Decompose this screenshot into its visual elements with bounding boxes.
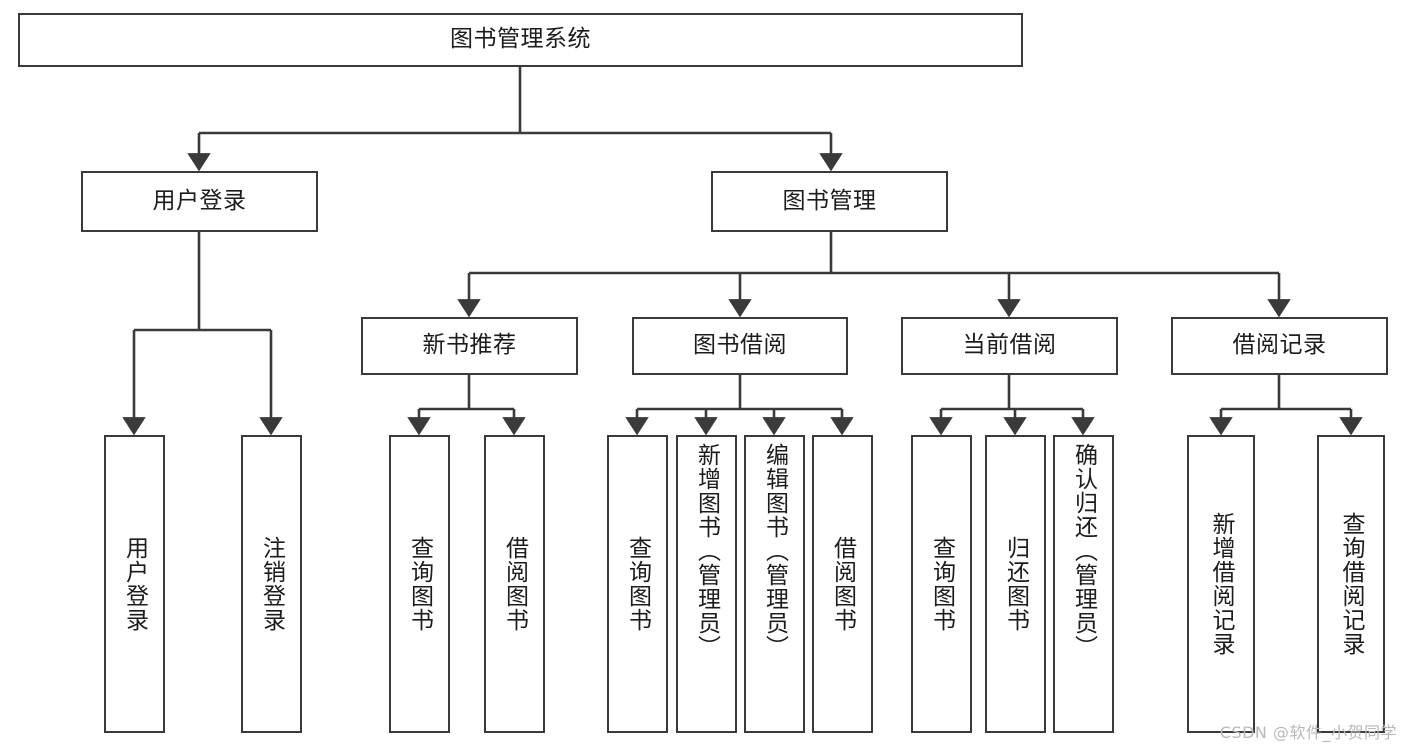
node-leaf-query-book-cur-label: 查询图书 xyxy=(928,536,955,632)
node-book-borrow-label: 图书借阅 xyxy=(693,332,787,359)
node-leaf-confirm-return-label: 确认归还（管理员） xyxy=(1070,443,1097,659)
node-leaf-confirm-return[interactable]: 确认归还（管理员） xyxy=(1053,435,1114,733)
node-leaf-query-book-borrow[interactable]: 查询图书 xyxy=(607,435,668,733)
node-leaf-query-book-borrow-label: 查询图书 xyxy=(624,536,651,632)
node-leaf-logout[interactable]: 注销登录 xyxy=(241,435,302,733)
node-leaf-return-book[interactable]: 归还图书 xyxy=(985,435,1046,733)
node-leaf-edit-book[interactable]: 编辑图书（管理员） xyxy=(744,435,805,733)
node-leaf-add-book[interactable]: 新增图书（管理员） xyxy=(676,435,737,733)
node-leaf-borrow-book-rec-label: 借阅图书 xyxy=(501,536,528,632)
node-leaf-query-book-rec[interactable]: 查询图书 xyxy=(389,435,450,733)
node-leaf-add-book-label: 新增图书（管理员） xyxy=(693,443,720,659)
node-leaf-add-record[interactable]: 新增借阅记录 xyxy=(1187,435,1255,733)
node-current-borrow[interactable]: 当前借阅 xyxy=(901,317,1118,375)
node-leaf-query-record[interactable]: 查询借阅记录 xyxy=(1317,435,1385,733)
node-leaf-user-login[interactable]: 用户登录 xyxy=(104,435,165,733)
node-user-login-label: 用户登录 xyxy=(152,187,247,214)
node-root-label: 图书管理系统 xyxy=(450,26,591,53)
node-book-borrow[interactable]: 图书借阅 xyxy=(632,317,848,375)
node-leaf-add-record-label: 新增借阅记录 xyxy=(1208,512,1235,656)
node-leaf-borrow-book-rec[interactable]: 借阅图书 xyxy=(484,435,545,733)
watermark-text: CSDN @软件_小贺同学 xyxy=(1219,723,1397,742)
node-leaf-query-book-cur[interactable]: 查询图书 xyxy=(911,435,972,733)
node-borrow-record[interactable]: 借阅记录 xyxy=(1171,317,1388,375)
node-leaf-borrow-book[interactable]: 借阅图书 xyxy=(812,435,873,733)
node-leaf-query-record-label: 查询借阅记录 xyxy=(1338,512,1365,656)
node-root[interactable]: 图书管理系统 xyxy=(18,13,1023,67)
node-borrow-record-label: 借阅记录 xyxy=(1232,332,1327,359)
node-new-book-rec[interactable]: 新书推荐 xyxy=(361,317,578,375)
node-current-borrow-label: 当前借阅 xyxy=(962,332,1057,359)
node-leaf-user-login-label: 用户登录 xyxy=(121,536,148,632)
node-new-book-rec-label: 新书推荐 xyxy=(422,332,517,359)
node-book-manage-label: 图书管理 xyxy=(782,187,877,214)
node-leaf-edit-book-label: 编辑图书（管理员） xyxy=(761,443,788,659)
node-book-manage[interactable]: 图书管理 xyxy=(711,171,948,232)
node-leaf-query-book-rec-label: 查询图书 xyxy=(406,536,433,632)
node-user-login[interactable]: 用户登录 xyxy=(81,171,318,232)
node-leaf-logout-label: 注销登录 xyxy=(258,536,285,632)
node-leaf-borrow-book-label: 借阅图书 xyxy=(829,536,856,632)
node-leaf-return-book-label: 归还图书 xyxy=(1002,536,1029,632)
